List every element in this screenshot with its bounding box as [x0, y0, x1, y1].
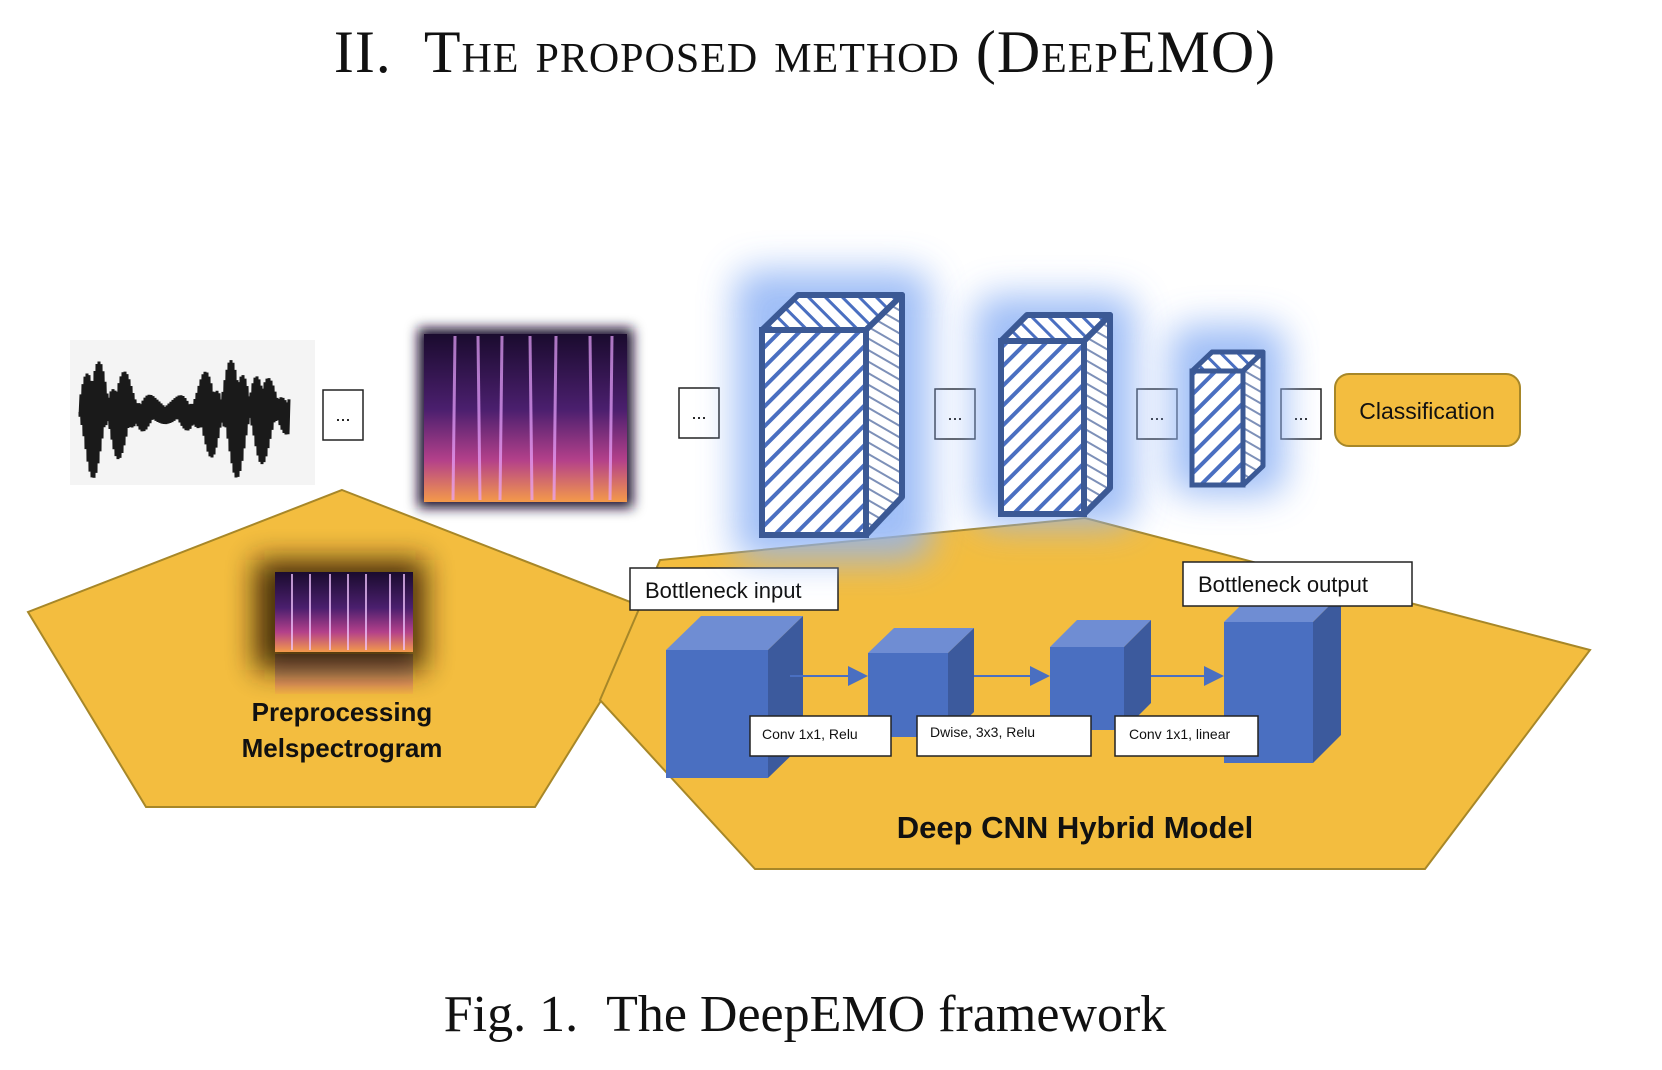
- section-title-initial: T: [423, 19, 462, 85]
- preprocessing-label-line1: Preprocessing: [252, 697, 433, 727]
- classification-box: Classification: [1334, 373, 1521, 447]
- section-heading: II. The proposed method (DeepEMO): [0, 18, 1610, 87]
- svg-text:...: ...: [1293, 404, 1308, 424]
- layer-label-conv1x1-relu: Conv 1x1, Relu: [749, 715, 892, 757]
- section-title-rest: he proposed method: [461, 19, 960, 85]
- ellipsis-box-3: ...: [934, 388, 976, 440]
- melspectrogram-image: [418, 328, 633, 508]
- bottleneck-input-label: Bottleneck input: [629, 567, 839, 611]
- model-label: Deep CNN Hybrid Model: [897, 810, 1254, 845]
- svg-text:Conv 1x1, linear: Conv 1x1, linear: [1129, 726, 1231, 742]
- bottleneck-output-label: Bottleneck output: [1182, 561, 1413, 607]
- section-title-paren-smallcaps: eep: [1041, 19, 1119, 85]
- ellipsis-box-1: ...: [322, 389, 364, 441]
- svg-text:...: ...: [947, 404, 962, 424]
- svg-text:...: ...: [691, 403, 706, 423]
- small-melspectrogram-image: [275, 572, 413, 652]
- layer-label-dwise-3x3-relu: Dwise, 3x3, Relu: [916, 715, 1092, 757]
- preprocessing-label-line2: Melspectrogram: [242, 733, 443, 763]
- deep-cnn-hybrid-block: Conv 1x1, Relu Dwise, 3x3, Relu Conv 1x1…: [598, 516, 1592, 870]
- figure-caption-text: The DeepEMO framework: [606, 986, 1167, 1043]
- classification-label: Classification: [1359, 398, 1495, 424]
- section-title-paren-rest: EMO): [1118, 19, 1277, 85]
- audio-waveform-icon: [70, 340, 315, 485]
- cnn-cube-small: [1170, 325, 1285, 495]
- svg-text:...: ...: [1149, 404, 1164, 424]
- figure-caption: Fig. 1. The DeepEMO framework: [0, 985, 1610, 1044]
- section-number: II.: [333, 19, 392, 85]
- svg-text:Dwise, 3x3, Relu: Dwise, 3x3, Relu: [930, 724, 1035, 740]
- cnn-cube-medium: [975, 295, 1135, 525]
- svg-text:Conv 1x1, Relu: Conv 1x1, Relu: [762, 726, 858, 742]
- cnn-cube-large: [735, 270, 930, 560]
- ellipsis-box-2: ...: [678, 387, 720, 439]
- svg-text:Bottleneck output: Bottleneck output: [1198, 572, 1368, 597]
- svg-text:...: ...: [335, 405, 350, 425]
- section-title-paren-open: (D: [975, 19, 1042, 85]
- svg-text:Bottleneck input: Bottleneck input: [645, 578, 802, 603]
- figure-label: Fig. 1.: [443, 986, 579, 1043]
- bottleneck-cube-3: [1050, 620, 1151, 730]
- layer-label-conv1x1-linear: Conv 1x1, linear: [1114, 715, 1259, 757]
- ellipsis-box-5: ...: [1280, 388, 1322, 440]
- preprocessing-block: Preprocessing Melspectrogram: [26, 488, 658, 808]
